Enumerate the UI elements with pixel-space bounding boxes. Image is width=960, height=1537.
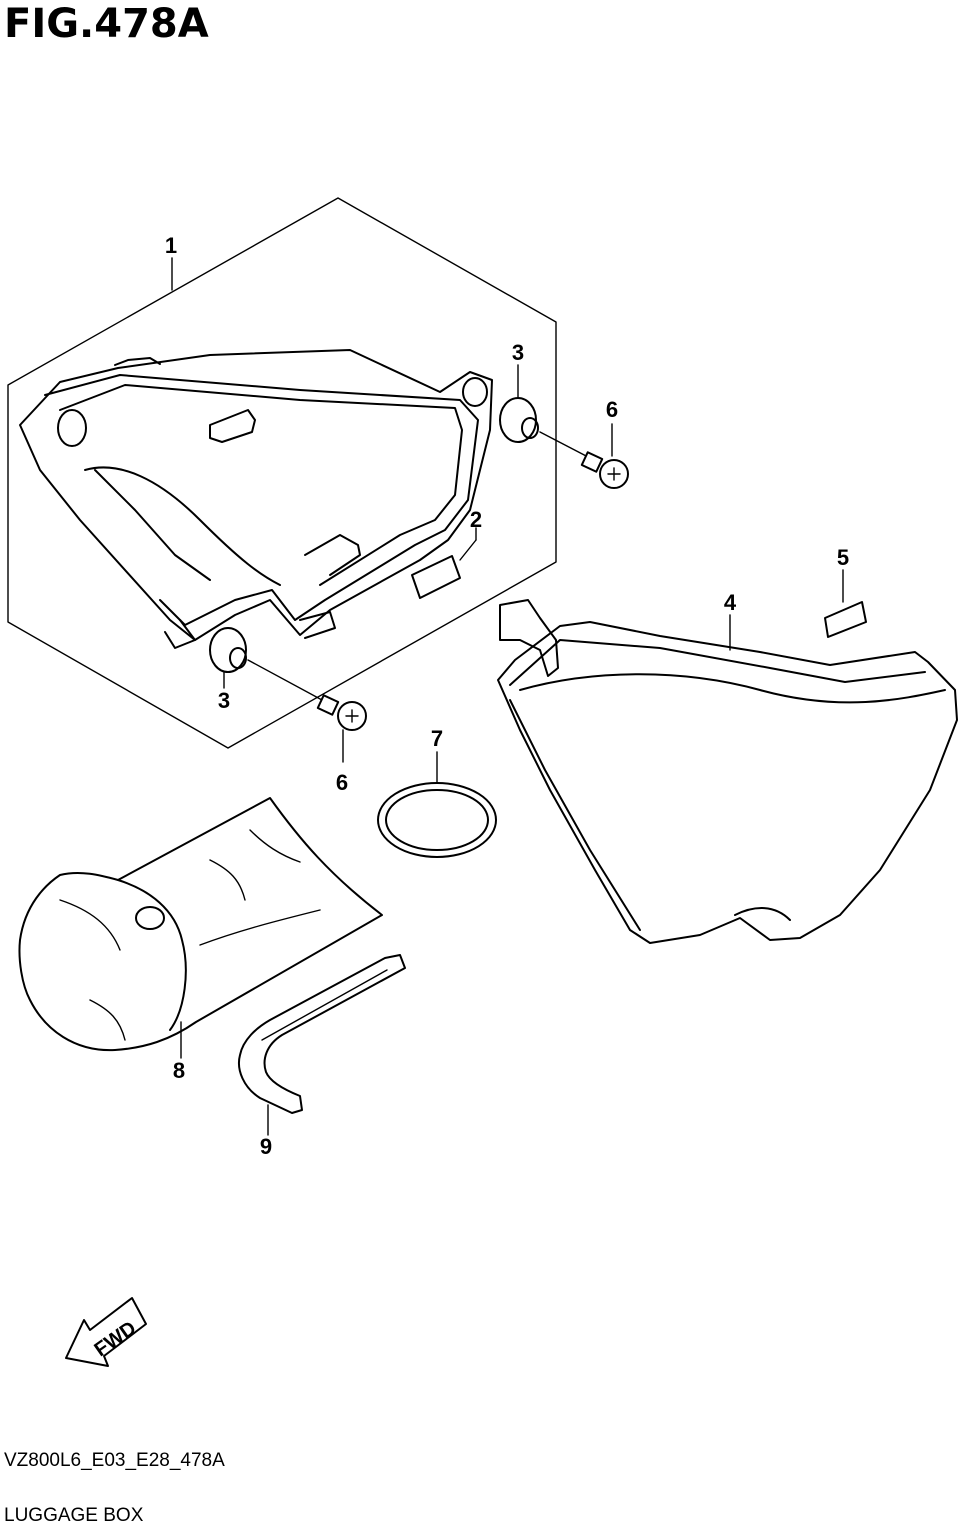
callout-3-lower: 3: [218, 688, 230, 713]
callout-4: 4: [724, 590, 737, 615]
figure-title: FIG.478A: [4, 1, 209, 47]
diagram-name: LUGGAGE BOX: [4, 1505, 144, 1526]
part-3-grommet-lower: [209, 627, 247, 689]
part-1-group-outline: [7, 197, 557, 749]
diagram-code: VZ800L6_E03_E28_478A: [4, 1450, 225, 1471]
callout-8: 8: [173, 1058, 185, 1083]
part-6-screw-lower: [247, 659, 367, 763]
callout-6-lower: 6: [336, 770, 348, 795]
fwd-arrow-icon: FWD: [65, 1297, 147, 1367]
callout-9: 9: [260, 1134, 272, 1159]
part-3-grommet-upper: [499, 364, 539, 443]
callout-5: 5: [837, 545, 849, 570]
part-7-ring: [377, 751, 497, 858]
part-1-luggage-box-frame: [19, 349, 493, 649]
part-6-screw-upper: [539, 423, 629, 489]
part-8-cover-bag: [18, 797, 383, 1059]
callout-2: 2: [470, 507, 482, 532]
part-2-pad: [411, 527, 477, 599]
callout-6-upper: 6: [606, 397, 618, 422]
part-4-luggage-box-cover: [497, 599, 958, 944]
part-5-pad: [824, 569, 867, 638]
callout-3-upper: 3: [512, 340, 524, 365]
callout-7: 7: [431, 726, 443, 751]
part-9-hex-wrench: [238, 954, 406, 1136]
callout-1: 1: [165, 233, 177, 258]
